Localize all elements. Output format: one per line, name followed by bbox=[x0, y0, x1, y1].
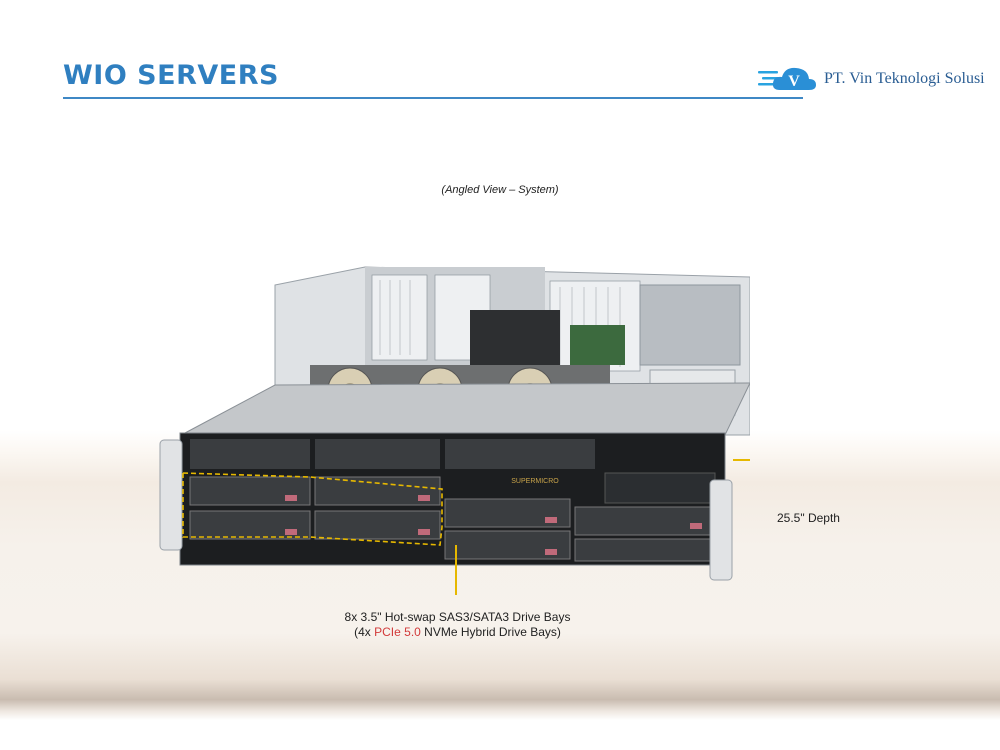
bezel-brand: SUPERMICRO bbox=[511, 478, 559, 485]
drive-bays-line2: (4x PCIe 5.0 NVMe Hybrid Drive Bays) bbox=[330, 625, 585, 640]
company-name: PT. Vin Teknologi Solusi bbox=[824, 70, 985, 87]
drive-bays-prefix: (4x bbox=[354, 625, 375, 639]
figure-caption: (Angled View – System) bbox=[441, 184, 559, 196]
server-illustration: SUPERMICRO bbox=[159, 266, 750, 595]
pcie-highlight: PCIe 5.0 bbox=[374, 625, 421, 639]
nvme-bay-outline bbox=[182, 472, 443, 546]
cloud-logo-icon: V bbox=[758, 67, 816, 90]
depth-label: 25.5" Depth bbox=[777, 511, 840, 525]
drive-bays-label: 8x 3.5" Hot-swap SAS3/SATA3 Drive Bays (… bbox=[330, 610, 585, 640]
company-logo: V PT. Vin Teknologi Solusi bbox=[758, 62, 988, 96]
depth-callout-line bbox=[733, 459, 750, 461]
drive-bays-line1: 8x 3.5" Hot-swap SAS3/SATA3 Drive Bays bbox=[344, 610, 571, 624]
title-underline bbox=[63, 97, 803, 99]
front-vent bbox=[190, 439, 595, 469]
logo-initial: V bbox=[788, 73, 800, 90]
page-title: WIO SERVERS bbox=[63, 60, 279, 91]
drive-bays bbox=[189, 476, 716, 562]
drive-bays-suffix: NVMe Hybrid Drive Bays) bbox=[420, 625, 561, 639]
